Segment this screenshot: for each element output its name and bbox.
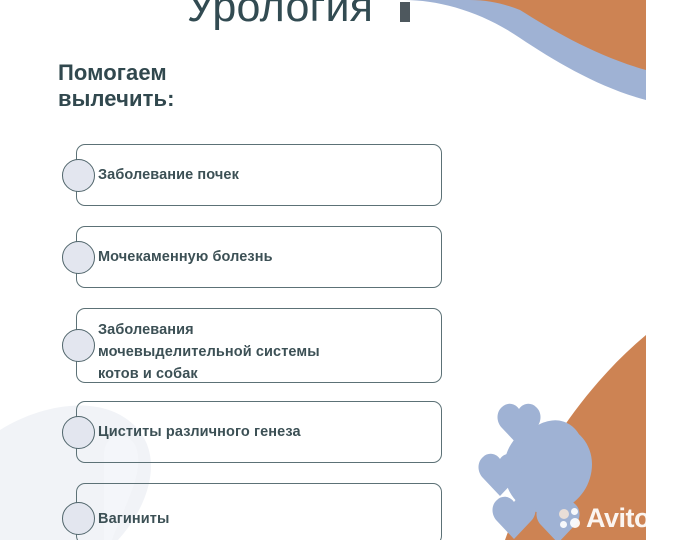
conditions-list: Заболевание почек Мочекаменную болезнь З… bbox=[0, 144, 676, 540]
list-item-label: Заболевание почек bbox=[98, 167, 239, 183]
list-item-label: Заболевания мочевыделительной системы ко… bbox=[98, 322, 320, 383]
list-item-bullet-icon bbox=[62, 329, 95, 362]
list-item-bullet-icon bbox=[62, 159, 95, 192]
list-item-bullet-icon bbox=[62, 241, 95, 274]
list-item[interactable]: Циститы различного генеза bbox=[0, 401, 676, 483]
list-item-label: Вагиниты bbox=[98, 511, 170, 527]
list-item[interactable]: Вагиниты bbox=[0, 483, 676, 540]
list-item-label: Мочекаменную болезнь bbox=[98, 249, 273, 265]
list-item-bullet-icon bbox=[62, 416, 95, 449]
list-item[interactable]: Мочекаменную болезнь bbox=[0, 226, 676, 308]
page-title: Урология bbox=[186, 0, 374, 31]
page-subtitle: Помогаем вылечить: bbox=[58, 60, 175, 111]
list-item[interactable]: Заболевание почек bbox=[0, 144, 676, 226]
list-item-bullet-icon bbox=[62, 502, 95, 535]
list-item[interactable]: Заболевания мочевыделительной системы ко… bbox=[0, 308, 676, 401]
list-item-label: Циститы различного генеза bbox=[98, 424, 301, 440]
